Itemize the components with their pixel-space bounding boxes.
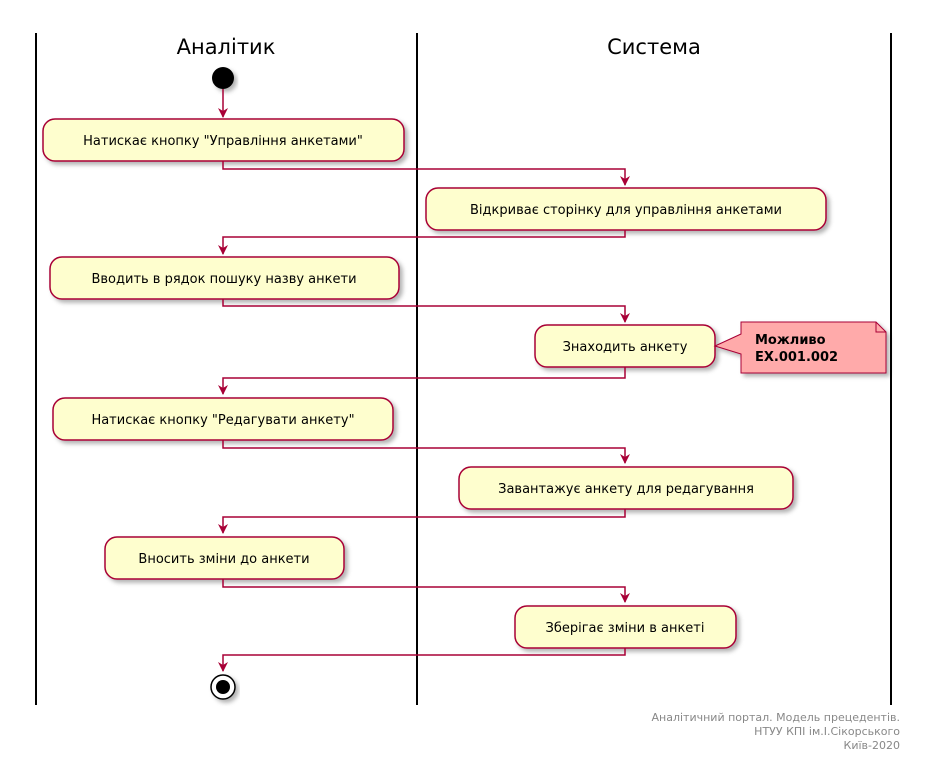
activity-label: Знаходить анкету — [563, 340, 688, 355]
flow-arrow — [218, 230, 626, 255]
start-node — [212, 67, 234, 89]
activity-box — [49, 256, 400, 300]
note-line: Можливо — [755, 333, 826, 348]
activity-label: Зберігає зміни в анкеті — [546, 621, 705, 636]
activity-label: Відкриває сторінку для управління анкета… — [470, 203, 782, 218]
flow-arrow — [222, 440, 630, 464]
flow-arrow — [222, 579, 630, 603]
lane-title-system: Система — [607, 35, 701, 59]
flow-arrow — [218, 648, 626, 672]
lane-title-analyst: Аналітик — [177, 35, 276, 59]
flow-arrow — [218, 367, 626, 395]
activity-box — [425, 187, 827, 231]
activity-label: Завантажує анкету для редагування — [498, 482, 754, 497]
activity-label: Натискає кнопку "Редагувати анкету" — [91, 413, 354, 428]
footer-line: Аналітичний портал. Модель прецедентів. — [652, 711, 900, 724]
note-line: EX.001.002 — [755, 350, 838, 365]
flow-arrow — [218, 509, 626, 534]
note — [713, 321, 887, 374]
activity-label: Вносить зміни до анкети — [138, 552, 309, 567]
activity-box — [104, 536, 345, 580]
footer-line: Київ-2020 — [844, 739, 900, 752]
flow-arrow — [222, 299, 630, 323]
flow-arrow — [222, 161, 630, 186]
activity-label: Натискає кнопку "Управління анкетами" — [83, 134, 363, 149]
activity-box — [458, 466, 794, 510]
end-node — [210, 674, 236, 700]
activity-label: Вводить в рядок пошуку назву анкети — [91, 272, 356, 287]
footer-line: НТУУ КПІ ім.І.Сікорського — [754, 725, 900, 738]
